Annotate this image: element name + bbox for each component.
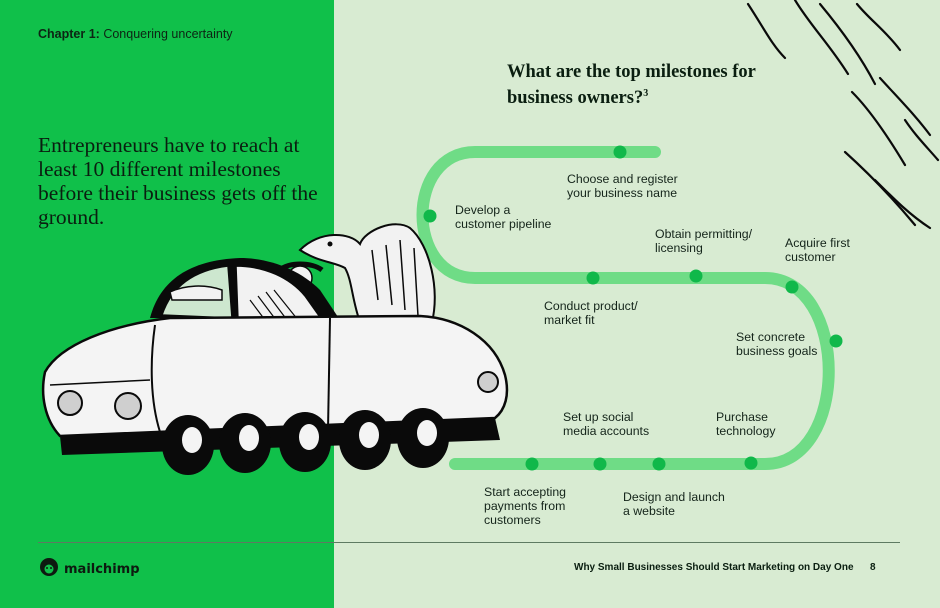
brand-name: mailchimp — [64, 562, 140, 577]
chapter-title: Conquering uncertainty — [103, 27, 233, 41]
milestone-dot — [785, 280, 799, 294]
document-title: Why Small Businesses Should Start Market… — [574, 562, 854, 573]
milestone-dot — [586, 271, 600, 285]
footer-divider — [38, 542, 900, 543]
milestone-dot — [525, 457, 539, 471]
milestone-dot — [423, 209, 437, 223]
milestone-label: Develop a customer pipeline — [455, 203, 552, 231]
footnote-marker: 3 — [643, 88, 649, 99]
milestone-dot — [613, 145, 627, 159]
headline: Entrepreneurs have to reach at least 10 … — [38, 133, 318, 229]
question-title: What are the top milestones for business… — [507, 62, 797, 109]
milestone-dot — [689, 269, 703, 283]
milestone-label: Choose and register your business name — [567, 172, 678, 200]
scribble-lines — [746, 0, 940, 230]
milestone-label: Obtain permitting/ licensing — [655, 227, 753, 255]
milestone-label: Conduct product/ market fit — [544, 299, 638, 327]
milestone-label: Set concrete business goals — [736, 330, 818, 358]
mailchimp-monkey-icon — [38, 556, 60, 583]
chapter-heading: Chapter 1: Conquering uncertainty — [38, 27, 233, 41]
page-number: 8 — [870, 562, 876, 573]
milestone-label: Design and launch a website — [623, 490, 725, 518]
milestone-label: Set up social media accounts — [563, 410, 650, 438]
milestone-label: Purchase technology — [716, 410, 776, 438]
milestone-label: Acquire first customer — [785, 236, 850, 264]
question-text: What are the top milestones for business… — [507, 62, 756, 109]
milestone-dot — [829, 334, 843, 348]
chapter-label: Chapter 1: — [38, 27, 100, 41]
brand-logo[interactable]: mailchimp — [38, 556, 140, 583]
milestone-label: Start accepting payments from customers — [484, 485, 567, 527]
milestone-dot — [744, 456, 758, 470]
milestone-dot — [593, 457, 607, 471]
milestone-dot — [652, 457, 666, 471]
car-illustration — [41, 223, 509, 475]
milestone-road — [416, 146, 835, 470]
